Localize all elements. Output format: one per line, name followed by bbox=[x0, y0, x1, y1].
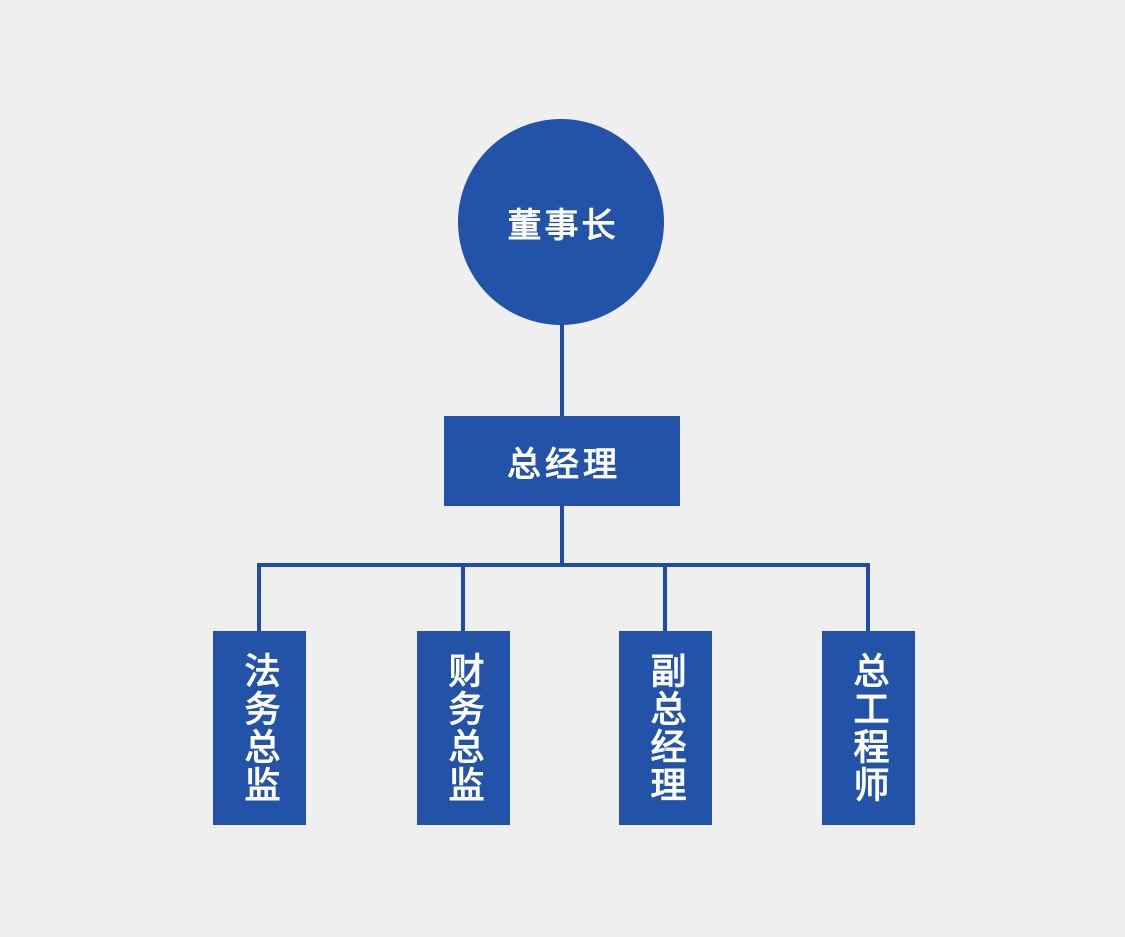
connector-gm-stem bbox=[560, 504, 564, 565]
connector-chairman-to-gm bbox=[560, 322, 564, 418]
chief-engineer-label: 总工程师 bbox=[848, 652, 890, 804]
org-node-finance-director: 财务总监 bbox=[417, 631, 510, 825]
org-node-general-manager: 总经理 bbox=[444, 416, 680, 506]
org-node-legal-director: 法务总监 bbox=[213, 631, 306, 825]
legal-director-label: 法务总监 bbox=[239, 652, 281, 804]
finance-director-label: 财务总监 bbox=[443, 652, 485, 804]
deputy-general-manager-label: 副总经理 bbox=[645, 652, 687, 804]
org-node-chairman: 董事长 bbox=[458, 119, 664, 325]
connector-drop-finance-director bbox=[461, 563, 465, 633]
general-manager-label: 总经理 bbox=[507, 445, 621, 484]
connector-drop-legal-director bbox=[257, 563, 261, 633]
connector-drop-deputy-gm bbox=[663, 563, 667, 633]
org-node-deputy-general-manager: 副总经理 bbox=[619, 631, 712, 825]
connector-drop-chief-engineer bbox=[866, 563, 870, 633]
chairman-label: 董事长 bbox=[507, 206, 619, 245]
connector-branch-bar bbox=[257, 563, 870, 567]
org-node-chief-engineer: 总工程师 bbox=[822, 631, 915, 825]
